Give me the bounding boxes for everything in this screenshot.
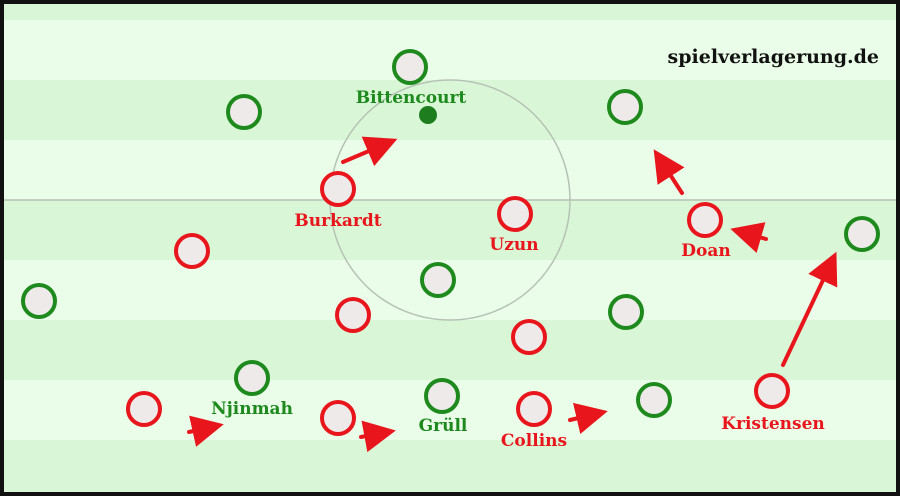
player-njinmah: [234, 360, 270, 396]
run-arrow-kristensen: [781, 251, 838, 367]
pitch-stripe: [0, 440, 900, 496]
player-green-unnamed-7: [636, 382, 672, 418]
run-arrow-collins: [568, 402, 608, 435]
player-labels: Bittencourt Burkardt Uzun Doan Njinmah G…: [211, 88, 825, 451]
player-red-unnamed-4: [126, 391, 162, 427]
player-bittencourt: [392, 49, 428, 85]
player-red-unnamed-5: [320, 400, 356, 436]
movement-arrows: [187, 136, 838, 453]
player-doan: [687, 202, 723, 238]
player-green-unnamed-2: [607, 89, 643, 125]
pitch-stripe: [0, 200, 900, 260]
run-arrow-burkardt: [341, 136, 398, 167]
label-doan: Doan: [681, 241, 730, 261]
watermark-text: spielverlagerung.de: [668, 46, 879, 68]
label-bittencourt: Bittencourt: [356, 88, 467, 108]
player-green-unnamed-3: [844, 216, 880, 252]
player-red-unnamed-2: [335, 297, 371, 333]
pitch-stripe: [0, 140, 900, 200]
run-arrow-into-doan: [730, 222, 768, 253]
label-kristensen: Kristensen: [721, 414, 825, 434]
player-uzun: [497, 196, 533, 232]
pitch-stripe: [0, 0, 900, 20]
label-collins: Collins: [501, 431, 567, 451]
player-green-unnamed-5: [21, 283, 57, 319]
player-grull: [424, 378, 460, 414]
run-arrow-bottom-2: [359, 420, 396, 453]
pitch-stripe: [0, 320, 900, 380]
pitch-stripe: [0, 20, 900, 80]
label-grull: Grüll: [419, 416, 468, 436]
run-arrow-doan: [653, 149, 685, 195]
player-kristensen: [754, 373, 790, 409]
player-burkardt: [320, 171, 356, 207]
label-njinmah: Njinmah: [211, 399, 293, 419]
ball: [419, 106, 437, 124]
run-arrow-bottom-1: [187, 415, 224, 447]
red-team: [126, 171, 790, 436]
pitch-stripe: [0, 80, 900, 140]
player-collins: [516, 391, 552, 427]
label-uzun: Uzun: [489, 235, 538, 255]
player-green-unnamed-6: [608, 294, 644, 330]
green-team: [21, 49, 880, 418]
label-burkardt: Burkardt: [294, 211, 381, 231]
player-green-unnamed-1: [226, 94, 262, 130]
player-red-unnamed-3: [511, 319, 547, 355]
player-red-unnamed-1: [174, 233, 210, 269]
player-green-unnamed-4: [420, 262, 456, 298]
